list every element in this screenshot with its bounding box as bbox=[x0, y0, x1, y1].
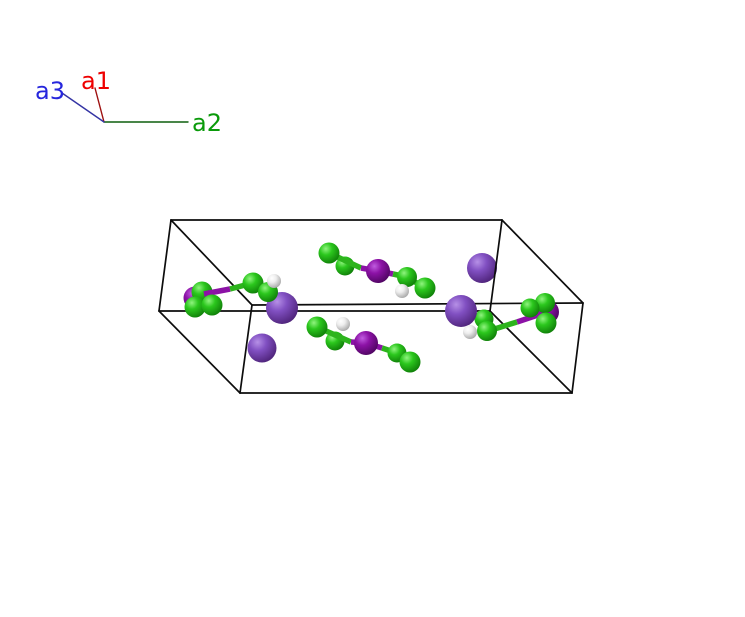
atom-magenta-center-atom[interactable] bbox=[366, 259, 390, 283]
atom-green-atom[interactable] bbox=[201, 294, 223, 316]
unit-cell-edge bbox=[239, 304, 253, 394]
atom-white-atom[interactable] bbox=[267, 274, 281, 288]
axis-line-a1 bbox=[94, 87, 105, 123]
atom-green-atom[interactable] bbox=[535, 312, 557, 334]
atom-large-violet-atom[interactable] bbox=[445, 295, 477, 327]
unit-cell-edge bbox=[158, 310, 241, 394]
atom-white-atom[interactable] bbox=[395, 284, 409, 298]
atom-white-atom[interactable] bbox=[336, 317, 350, 331]
unit-cell-edge bbox=[571, 302, 584, 394]
atom-green-atom[interactable] bbox=[399, 351, 421, 373]
atom-green-atom[interactable] bbox=[242, 272, 264, 294]
atom-green-atom[interactable] bbox=[477, 321, 497, 341]
axis-triad-lines bbox=[61, 87, 189, 123]
axis-label-a3: a3 bbox=[35, 77, 65, 105]
atom-large-violet-atom[interactable] bbox=[467, 253, 497, 283]
axis-line-a3 bbox=[61, 92, 105, 123]
atom-green-atom[interactable] bbox=[306, 316, 328, 338]
atoms-and-bonds bbox=[183, 242, 559, 373]
unit-cell-front-edges bbox=[239, 219, 503, 394]
unit-cell-back-edges bbox=[158, 219, 584, 394]
unit-cell-edge bbox=[489, 219, 503, 312]
atom-magenta-center-atom[interactable] bbox=[354, 331, 378, 355]
atom-green-atom[interactable] bbox=[184, 296, 206, 318]
unit-cell-edge bbox=[158, 219, 172, 312]
atom-green-atom[interactable] bbox=[318, 242, 340, 264]
atom-green-atom[interactable] bbox=[535, 293, 555, 313]
atom-white-atom[interactable] bbox=[463, 325, 477, 339]
unit-cell-edge bbox=[489, 310, 573, 394]
axis-label-a1: a1 bbox=[81, 67, 111, 95]
unit-cell-edge bbox=[170, 219, 253, 306]
unit-cell-edge bbox=[501, 219, 584, 304]
atom-green-atom[interactable] bbox=[520, 298, 540, 318]
bond-magenta bbox=[203, 286, 231, 297]
atom-green-atom[interactable] bbox=[397, 267, 417, 287]
atom-green-atom[interactable] bbox=[414, 277, 436, 299]
axis-label-a2: a2 bbox=[192, 109, 222, 137]
atom-large-violet-atom[interactable] bbox=[247, 333, 277, 363]
